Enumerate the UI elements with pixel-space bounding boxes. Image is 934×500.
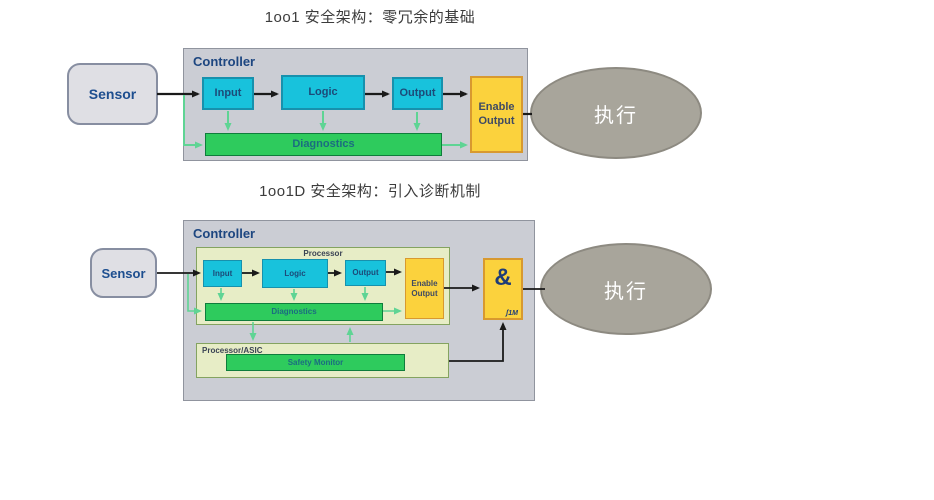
diagram1-sensor-block: Sensor [67, 63, 158, 125]
diagram2-enable-output-label: Enable Output [411, 278, 438, 298]
diagram1-enable-output-label: Enable Output [478, 100, 515, 127]
diagram2-and-gate-block: & ʃ1M [483, 258, 523, 320]
diagram2-safety-monitor-label: Safety Monitor [287, 357, 344, 367]
diagram2-actuator-ellipse: 执行 [540, 243, 712, 335]
diagram2-safety-monitor-block: Safety Monitor [226, 354, 405, 371]
diagram2-output-block: Output [345, 260, 386, 286]
diagram2-sensor-label: Sensor [101, 265, 146, 281]
diagram2-input-block: Input [203, 260, 242, 287]
diagram2-processor-asic-label: Processor/ASIC [202, 346, 263, 355]
diagram2-and-gate-pulse-icon: ʃ1M [506, 310, 518, 317]
diagram1-output-block: Output [392, 77, 443, 110]
diagram1-actuator-label: 执行 [594, 104, 638, 127]
diagram1-diagnostics-label: Diagnostics [292, 138, 355, 150]
diagram1-title: 1oo1 安全架构：零冗余的基础 [264, 9, 476, 26]
diagram2-enable-output-block: Enable Output [405, 258, 444, 319]
diagram2-diagnostics-label: Diagnostics [271, 307, 317, 316]
diagram1-actuator-ellipse: 执行 [530, 67, 702, 159]
diagram1-logic-label: Logic [308, 86, 338, 98]
diagram2-title: 1oo1D 安全架构：引入诊断机制 [259, 183, 481, 200]
diagram2-logic-label: Logic [284, 268, 306, 278]
diagram2-actuator-label: 执行 [604, 280, 648, 303]
diagram1-controller-label: Controller [193, 54, 256, 69]
diagram1-sensor-label: Sensor [88, 86, 137, 102]
diagram1-diagnostics-block: Diagnostics [205, 133, 442, 156]
diagram2-logic-block: Logic [262, 259, 328, 288]
diagram1-input-label: Input [214, 87, 242, 99]
diagram2-controller-label: Controller [193, 226, 256, 241]
diagram2-processor-label: Processor [303, 249, 343, 258]
diagram2-sensor-block: Sensor [90, 248, 157, 298]
diagram2-diagnostics-block: Diagnostics [205, 303, 383, 321]
diagram1-logic-block: Logic [281, 75, 365, 110]
diagram1-input-block: Input [202, 77, 254, 110]
diagram2-output-label: Output [352, 268, 379, 277]
diagram2-input-label: Input [212, 268, 233, 278]
diagram1-enable-output-block: Enable Output [470, 76, 523, 153]
diagram1-output-label: Output [399, 87, 436, 99]
diagram2-and-gate-label: & [494, 264, 512, 291]
